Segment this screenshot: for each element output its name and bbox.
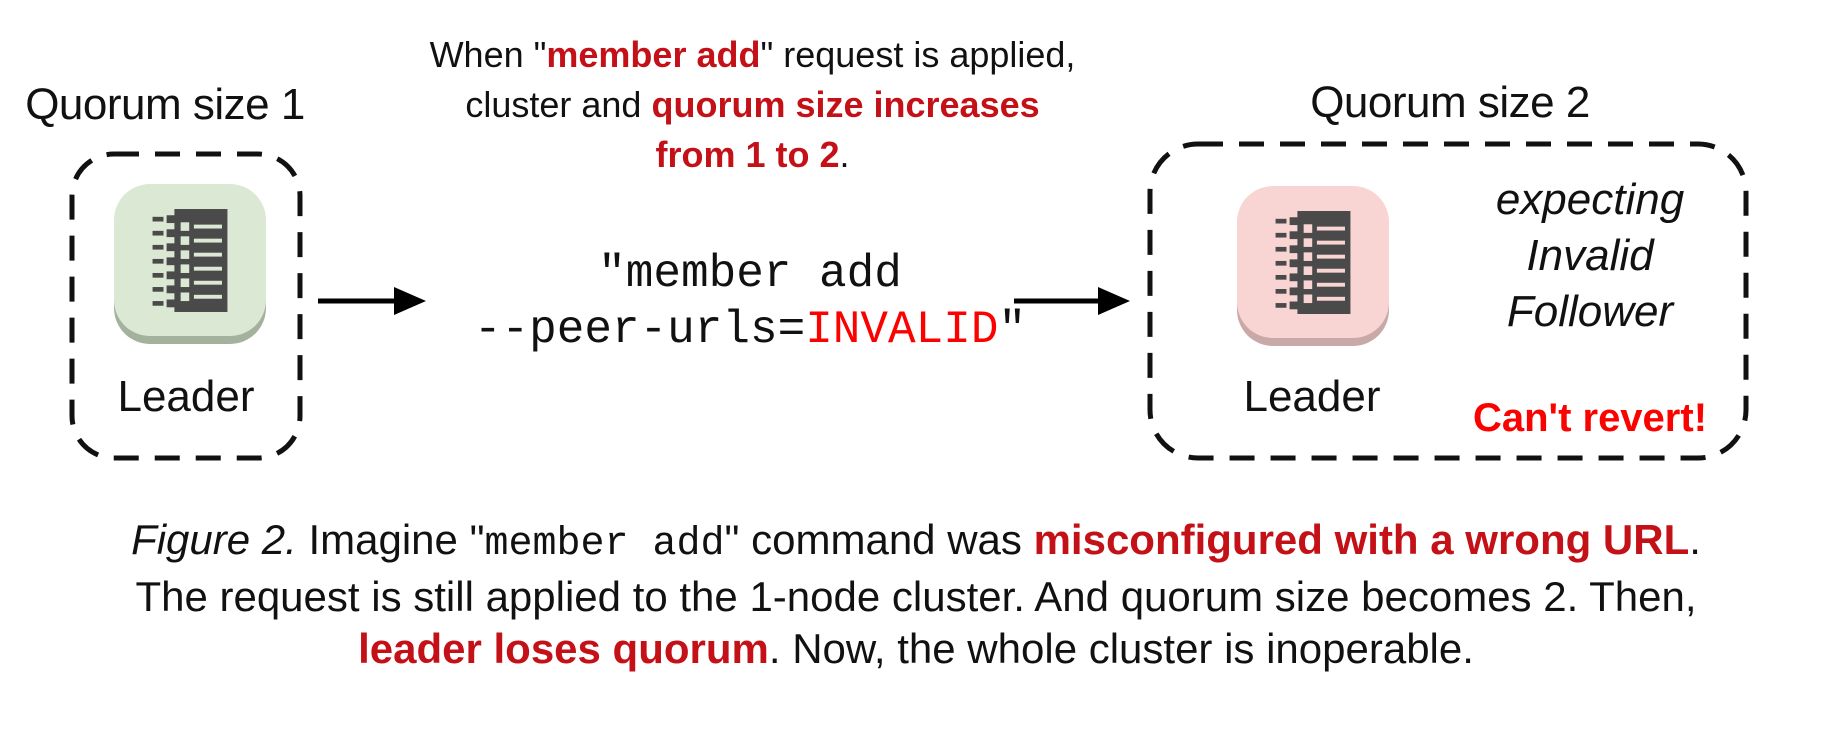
member-add-annotation: When "member add" request is applied, cl… [420, 30, 1085, 180]
command-invalid-value: INVALID [805, 304, 999, 356]
right-leader-label: Leader [1243, 372, 1381, 421]
command-close-quote: " [998, 304, 1027, 356]
expecting-invalid-follower-note: expecting Invalid Follower [1450, 172, 1730, 340]
member-add-command: "member add --peer-urls=INVALID" [415, 246, 1085, 358]
leader-node-icon [114, 184, 266, 346]
figure-caption: Figure 2. Imagine "member add" command w… [0, 514, 1832, 675]
caption-text: . [1689, 516, 1701, 563]
arrow-right-icon [1014, 287, 1130, 315]
annotation-highlight-from-1-to-2: from 1 to 2 [655, 134, 840, 175]
annotation-text: When " [429, 34, 547, 75]
annotation-text: . [839, 134, 850, 175]
caption-text: The request is still applied to the 1-no… [135, 573, 1697, 620]
annotation-highlight-member-add: member add [546, 34, 761, 75]
caption-highlight-misconfigured: misconfigured with a wrong URL [1033, 516, 1690, 563]
caption-text: command was [739, 516, 1034, 563]
annotation-text: " request is applied, [760, 34, 1076, 75]
etcd-member-list-icon [152, 208, 228, 312]
caption-text: Imagine [296, 516, 470, 563]
command-line1: "member add [598, 248, 902, 300]
caption-text: . Now, the whole cluster is inoperable. [768, 625, 1474, 672]
command-line2: --peer-urls= [473, 304, 806, 356]
right-cluster-title: Quorum size 2 [1310, 78, 1590, 127]
cant-revert-warning: Can't revert! [1472, 396, 1708, 440]
figure-label: Figure 2. [131, 516, 297, 563]
caption-text: " [724, 516, 740, 563]
left-leader-label: Leader [117, 372, 255, 421]
caption-text: " [469, 516, 485, 563]
etcd-member-list-icon [1275, 210, 1351, 314]
expecting-line: expecting [1495, 175, 1685, 224]
left-cluster-title: Quorum size 1 [25, 80, 305, 129]
arrow-right-icon [318, 287, 426, 315]
caption-highlight-leader-loses-quorum: leader loses quorum [358, 625, 769, 672]
caption-command: member add [484, 522, 725, 567]
expecting-line: Invalid [1526, 231, 1654, 280]
annotation-text: cluster and [465, 84, 652, 125]
expecting-line: Follower [1506, 287, 1674, 336]
icon-face [1237, 186, 1389, 338]
right-cluster-boundary [1147, 141, 1749, 461]
icon-face [114, 184, 266, 336]
leader-node-icon [1237, 186, 1389, 348]
annotation-highlight-quorum: quorum size increases [651, 84, 1040, 125]
